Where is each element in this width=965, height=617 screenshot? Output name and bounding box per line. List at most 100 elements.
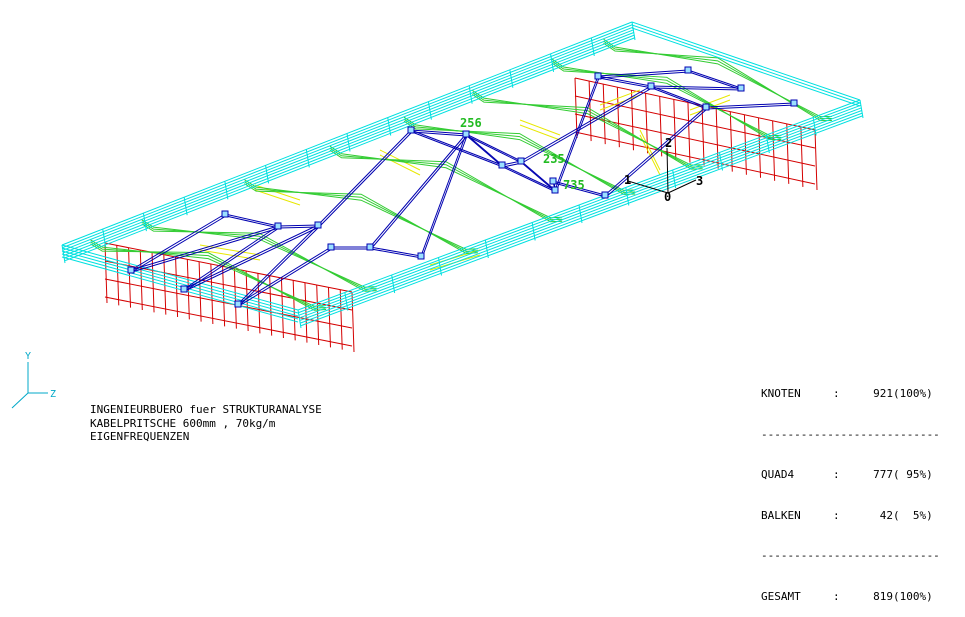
mode-beam bbox=[597, 69, 689, 77]
mode-node-marker bbox=[702, 103, 710, 111]
support-rail bbox=[104, 278, 353, 329]
mode-node-marker bbox=[462, 130, 470, 138]
mode-shape-beams bbox=[127, 66, 798, 308]
brace-segment bbox=[639, 129, 661, 171]
support-post bbox=[175, 256, 179, 318]
mode-beam bbox=[238, 226, 320, 307]
mode-node-marker bbox=[517, 157, 525, 165]
mode-beam bbox=[183, 224, 319, 290]
mode-beam bbox=[369, 133, 467, 248]
stats-row-gesamt: GESAMT:819(100%) bbox=[761, 589, 933, 603]
support-post bbox=[687, 102, 691, 163]
front-rail-post bbox=[672, 169, 677, 189]
left-end-line bbox=[61, 250, 299, 317]
mode-beam bbox=[277, 224, 319, 227]
mode-beam bbox=[237, 246, 332, 305]
triad-label-2: 2 bbox=[665, 136, 672, 150]
mode-beam bbox=[130, 225, 279, 271]
support-rail bbox=[104, 296, 353, 347]
crossbar-rung bbox=[244, 183, 478, 254]
brace-segment bbox=[519, 119, 561, 136]
fe-model-viewport[interactable]: 256 235 735 2 1 3 0 Y Z bbox=[0, 0, 965, 456]
support-rail bbox=[574, 113, 816, 167]
mode-beam bbox=[237, 224, 319, 305]
crossbar-rung bbox=[551, 62, 782, 141]
support-post bbox=[351, 291, 355, 353]
mode-beam bbox=[520, 160, 556, 191]
right-end-line bbox=[631, 24, 861, 104]
global-axis-z-label: Z bbox=[50, 389, 56, 400]
title-line-analysis: EIGENFREQUENZEN bbox=[90, 430, 190, 443]
rear-rail-post bbox=[590, 37, 595, 57]
mode-beam bbox=[598, 71, 690, 79]
stats-separator: ------------------------------ bbox=[761, 427, 938, 441]
support-post bbox=[280, 277, 284, 339]
front-rail-post bbox=[531, 222, 536, 241]
mode-beam bbox=[421, 135, 468, 259]
mode-beam bbox=[410, 129, 503, 166]
side-rails bbox=[61, 21, 864, 329]
rear-rail-post bbox=[224, 181, 229, 200]
mode-beam bbox=[370, 248, 423, 259]
left-end-line bbox=[61, 244, 299, 311]
support-post bbox=[327, 287, 331, 348]
stats-row-knoten: KNOTEN:921(100%) bbox=[761, 387, 933, 400]
mode-beam bbox=[131, 227, 280, 273]
rear-rail-post bbox=[305, 149, 310, 168]
support-post bbox=[316, 284, 320, 346]
mode-beam bbox=[184, 226, 320, 292]
mode-node-marker bbox=[407, 126, 415, 134]
node-label-256: 256 bbox=[460, 116, 482, 130]
local-coordinate-triad: 2 1 3 0 bbox=[624, 136, 703, 204]
mode-node-marker bbox=[417, 252, 425, 260]
support-post bbox=[292, 280, 296, 341]
front-rail-post bbox=[578, 204, 583, 224]
mode-beam bbox=[410, 129, 467, 135]
brace-segment bbox=[519, 124, 561, 141]
rear-rail-post bbox=[346, 133, 351, 152]
mode-node-marker bbox=[684, 66, 692, 74]
mode-beam bbox=[553, 182, 607, 198]
support-post bbox=[630, 90, 634, 151]
support-post bbox=[758, 117, 762, 178]
mode-beam bbox=[651, 87, 708, 110]
crossbar-rung bbox=[329, 149, 563, 223]
front-rail-post bbox=[765, 134, 770, 154]
mode-node-marker bbox=[790, 99, 798, 107]
bracing-elements bbox=[199, 89, 731, 271]
mode-beam bbox=[420, 133, 467, 257]
mode-beam bbox=[554, 75, 599, 191]
support-post bbox=[814, 129, 818, 191]
title-line-model: KABELPRITSCHE 600mm , 70kg/m bbox=[90, 416, 276, 430]
mode-beam bbox=[521, 162, 557, 193]
mode-node-marker bbox=[737, 84, 745, 92]
support-post bbox=[786, 123, 790, 184]
mode-node-marker bbox=[314, 221, 322, 229]
rear-rail-post bbox=[183, 197, 188, 216]
mode-beam bbox=[687, 69, 742, 89]
mode-beam bbox=[318, 131, 413, 228]
support-post bbox=[602, 84, 606, 145]
global-axis-y-label: Y bbox=[25, 351, 31, 362]
mode-node-marker bbox=[647, 82, 655, 90]
support-rail bbox=[104, 260, 353, 311]
front-rail-post bbox=[859, 99, 864, 119]
front-rail-post bbox=[438, 257, 442, 276]
stats-row-balken: BALKEN:42( 5%) bbox=[761, 508, 933, 522]
node-label-735: 735 bbox=[563, 178, 585, 192]
support-post bbox=[163, 254, 167, 315]
mode-beam bbox=[552, 180, 606, 196]
rear-rail-post bbox=[550, 53, 555, 72]
rear-rail-post bbox=[427, 101, 432, 120]
mode-beam bbox=[650, 85, 707, 108]
mode-beam bbox=[317, 129, 412, 226]
triad-label-0: 0 bbox=[664, 190, 671, 204]
support-post bbox=[588, 81, 592, 142]
mode-beam bbox=[706, 104, 796, 110]
mode-beam bbox=[131, 215, 227, 273]
support-post bbox=[574, 77, 578, 139]
right-end-line bbox=[631, 27, 861, 107]
mode-node-marker bbox=[180, 285, 188, 293]
support-post bbox=[800, 126, 804, 187]
mode-node-marker bbox=[274, 222, 282, 230]
